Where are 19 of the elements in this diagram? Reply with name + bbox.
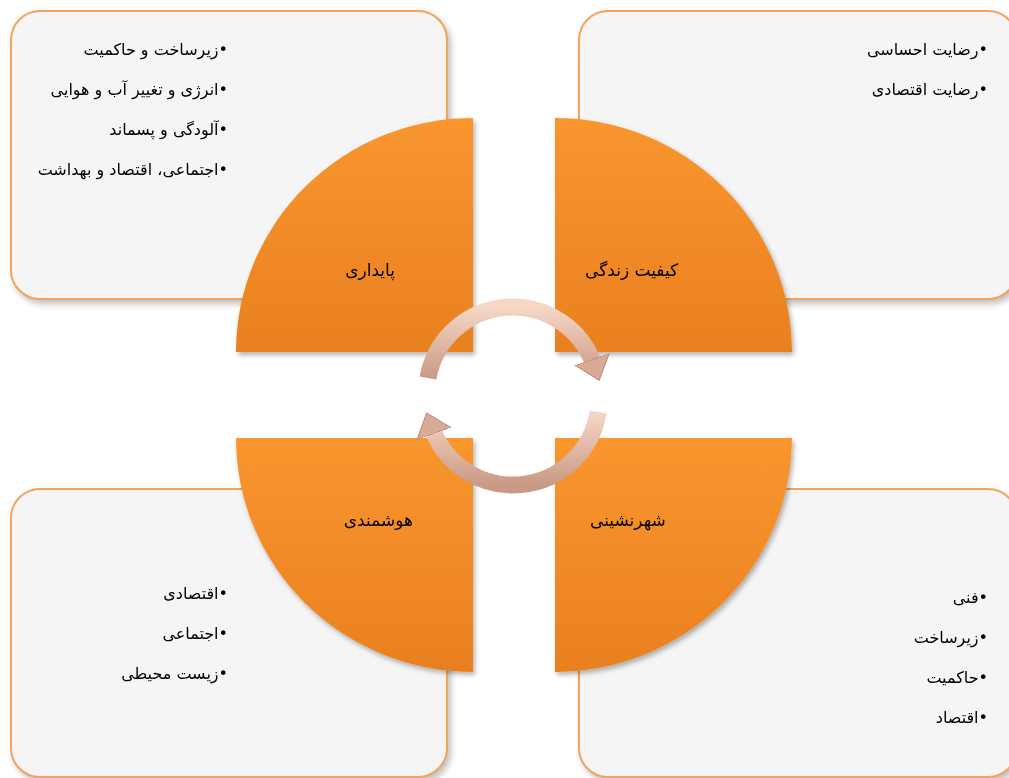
bullet-item: •انرژی و تغییر آب و هوایی	[50, 80, 228, 100]
bullet-item: •فنی	[952, 588, 988, 608]
bullet-item: •اجتماعی	[162, 624, 228, 644]
segment-title: کیفیت زندگی	[585, 260, 679, 280]
bullet-item: •اقتصادی	[163, 584, 228, 604]
bullet-item: •زیست محیطی	[121, 664, 228, 684]
bullet-item: •آلودگی و پسماند	[109, 120, 228, 140]
segment-title: هوشمندی	[343, 510, 413, 530]
bullet-item: •رضایت احساسی	[866, 40, 988, 60]
curved-arrow	[419, 298, 609, 381]
bullet-item: •زیرساخت و حاکمیت	[83, 40, 228, 60]
segment-title: پایداری	[345, 260, 395, 280]
bullet-item: •اجتماعی، اقتصاد و بهداشت	[37, 160, 228, 180]
bullet-item: •اقتصاد	[935, 708, 988, 728]
bullet-item: •حاکمیت	[926, 668, 988, 688]
segment-title: شهرنشینی	[590, 510, 666, 530]
bullet-item: •زیرساخت	[913, 628, 988, 648]
curved-arrow	[417, 410, 607, 494]
bullet-item: •رضایت اقتصادی	[871, 80, 988, 100]
